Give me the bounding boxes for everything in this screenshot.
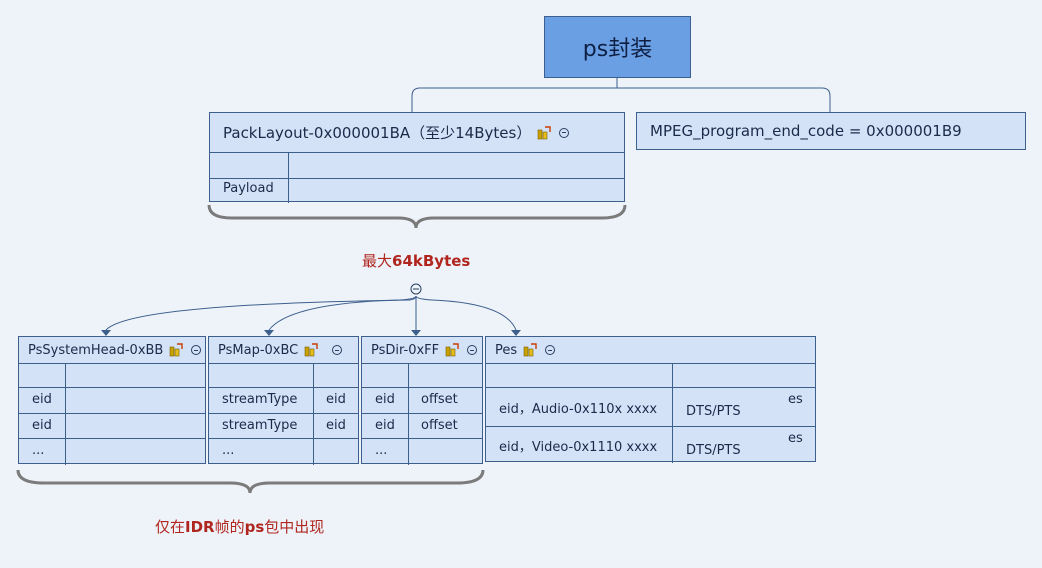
table-cell: eid (375, 392, 395, 407)
table-cell: ... (32, 443, 45, 458)
ps-map-title: PsMap-0xBC (218, 342, 299, 358)
note-icon[interactable] (169, 343, 184, 357)
note-icon[interactable] (537, 125, 552, 140)
collapse-icon[interactable] (332, 345, 343, 355)
table-cell: eid (326, 418, 346, 433)
table-cell: ... (222, 443, 235, 458)
idr-only-note: 仅在IDR帧的ps包中出现 (155, 518, 325, 536)
ps-map-node[interactable]: PsMap-0xBC streamType eid streamType eid… (208, 336, 359, 465)
note-icon[interactable] (445, 343, 459, 357)
root-label: ps封装 (582, 37, 653, 62)
pes-audio-es: es (788, 392, 803, 407)
pes-video-row: eid，Video-0x1110 xxxx (499, 440, 658, 455)
collapse-icon[interactable] (545, 345, 556, 355)
table-cell: eid (32, 418, 52, 433)
end-code-title: MPEG_program_end_code = 0x000001B9 (650, 122, 962, 140)
pes-video-es: es (788, 431, 803, 446)
ps-dir-title: PsDir-0xFF (371, 342, 440, 358)
pes-title: Pes (495, 342, 518, 358)
table-cell: streamType (222, 392, 298, 407)
pack-layout-payload-label: Payload (223, 181, 274, 196)
table-cell: ... (375, 443, 388, 458)
ps-system-head-node[interactable]: PsSystemHead-0xBB eid eid ... (18, 336, 206, 465)
collapse-icon[interactable] (467, 345, 478, 355)
table-cell: eid (32, 392, 52, 407)
pes-audio-dts: DTS/PTS (686, 404, 741, 419)
table-cell: streamType (222, 418, 298, 433)
ps-system-head-title: PsSystemHead-0xBB (28, 342, 164, 358)
pes-video-dts: DTS/PTS (686, 443, 741, 458)
pack-layout-title: PackLayout-0x000001BA（至少14Bytes） (223, 124, 532, 142)
root-node[interactable]: ps封装 (544, 16, 691, 78)
table-cell: eid (375, 418, 395, 433)
max-size-note: 最大64kBytes (362, 252, 471, 270)
pes-node[interactable]: Pes eid，Audio-0x110x xxxx DTS/PTS es eid… (485, 336, 816, 463)
pack-layout-node[interactable]: PackLayout-0x000001BA（至少14Bytes） Payload (209, 112, 625, 203)
pes-audio-row: eid，Audio-0x110x xxxx (499, 402, 658, 417)
note-icon[interactable] (304, 343, 318, 357)
ps-dir-node[interactable]: PsDir-0xFF eid offset eid offset ... (361, 336, 483, 465)
table-cell: offset (421, 418, 458, 433)
table-cell: offset (421, 392, 458, 407)
end-code-node[interactable]: MPEG_program_end_code = 0x000001B9 (636, 112, 1026, 150)
note-icon[interactable] (523, 343, 537, 357)
table-cell: eid (326, 392, 346, 407)
collapse-icon[interactable] (559, 127, 570, 138)
collapse-icon[interactable] (191, 345, 202, 355)
